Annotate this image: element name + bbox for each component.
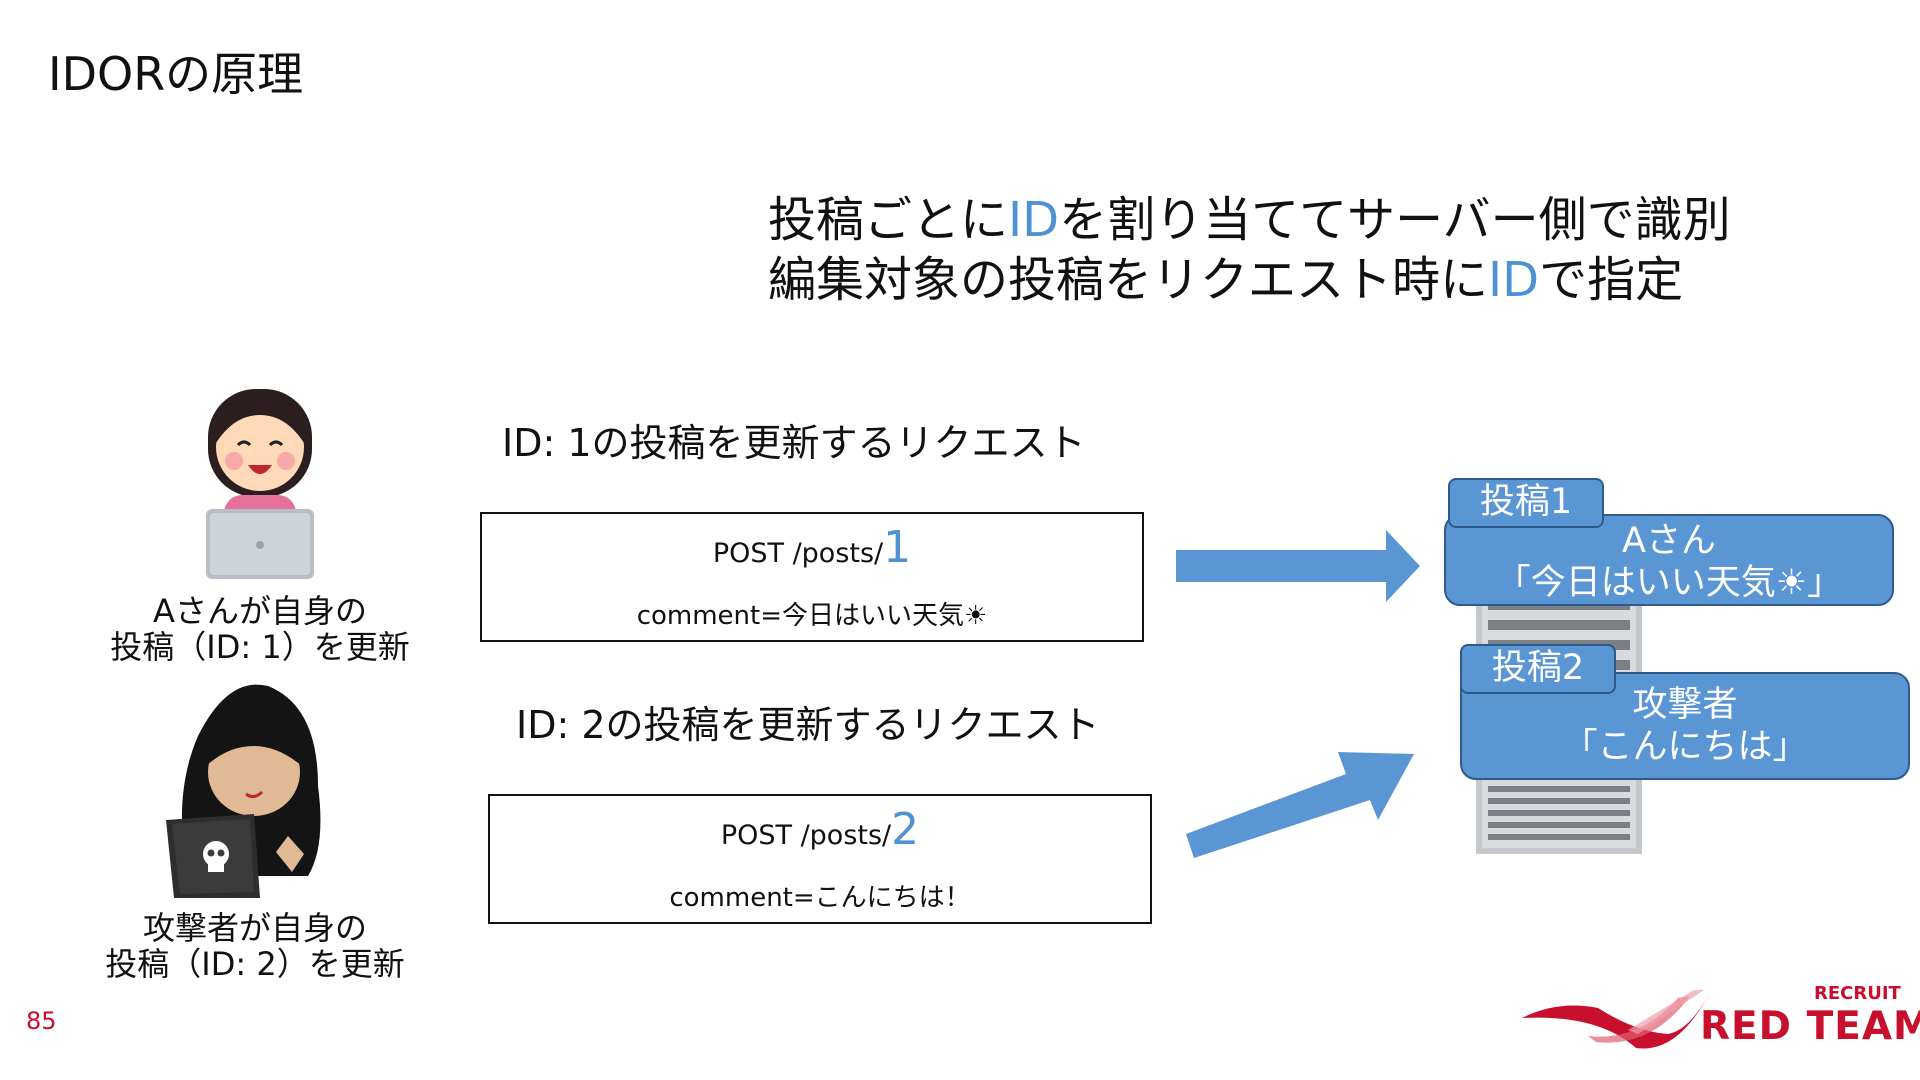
- post-1-comment: 「今日はいい天気☀」: [1495, 563, 1843, 603]
- post-2-author: 攻撃者: [1632, 685, 1738, 725]
- principle-line-1-id: ID: [1008, 192, 1060, 248]
- arrow-request-2: [1180, 740, 1420, 860]
- post-1-card: Aさん 「今日はいい天気☀」: [1444, 514, 1894, 606]
- request-1-line: POST /posts/1: [482, 524, 1142, 578]
- arrow-request-1: [1176, 526, 1426, 606]
- principle-line-2-id: ID: [1488, 252, 1540, 308]
- request-2-line: POST /posts/2: [490, 806, 1150, 860]
- user-a-caption-line-1: Aさんが自身の: [153, 592, 367, 630]
- attacker-caption-line-2: 投稿（ID: 2）を更新: [105, 945, 405, 983]
- user-a-caption: Aさんが自身の 投稿（ID: 1）を更新: [100, 593, 420, 665]
- principle-line-2-pre: 編集対象の投稿をリクエスト時に: [768, 252, 1489, 308]
- request-1-box: POST /posts/1 comment=今日はいい天気☀: [480, 512, 1144, 642]
- request-2-box: POST /posts/2 comment=こんにちは！: [488, 794, 1152, 924]
- page-number: 85: [26, 1007, 57, 1035]
- request-2-id: 2: [891, 804, 920, 855]
- hooded-attacker-icon: [158, 676, 338, 898]
- slide-title: IDORの原理: [48, 47, 304, 101]
- recruit-red-team-logo-swoosh: [1518, 984, 1758, 1054]
- request-1-body: comment=今日はいい天気☀: [636, 601, 988, 631]
- request-2-body: comment=こんにちは！: [669, 883, 971, 913]
- principle-line-1: 投稿ごとにIDを割り当ててサーバー側で識別: [768, 190, 1731, 250]
- request-2-path: POST /posts/: [720, 820, 892, 851]
- principle-line-1-pre: 投稿ごとに: [768, 192, 1009, 248]
- post-1-tab: 投稿1: [1448, 478, 1604, 528]
- post-2-tab: 投稿2: [1460, 644, 1616, 694]
- brand-small: RECRUIT: [1814, 983, 1901, 1004]
- request-1-id: 1: [883, 522, 912, 573]
- request-1-path: POST /posts/: [712, 538, 884, 569]
- user-a-caption-line-2: 投稿（ID: 1）を更新: [110, 628, 410, 666]
- attacker-caption: 攻撃者が自身の 投稿（ID: 2）を更新: [90, 910, 420, 982]
- principle-line-1-post: を割り当ててサーバー側で識別: [1059, 192, 1731, 248]
- brand-large: RED TEAM: [1700, 1004, 1920, 1049]
- attacker-caption-line-1: 攻撃者が自身の: [142, 909, 367, 947]
- principle-line-2: 編集対象の投稿をリクエスト時にIDで指定: [768, 250, 1683, 310]
- request-1-label: ID: 1の投稿を更新するリクエスト: [502, 421, 1086, 465]
- post-1-author: Aさん: [1622, 521, 1716, 561]
- woman-laptop-icon: [190, 385, 330, 585]
- principle-line-2-post: で指定: [1539, 252, 1684, 308]
- post-2-comment: 「こんにちは」: [1562, 727, 1808, 767]
- request-2-label: ID: 2の投稿を更新するリクエスト: [516, 703, 1100, 747]
